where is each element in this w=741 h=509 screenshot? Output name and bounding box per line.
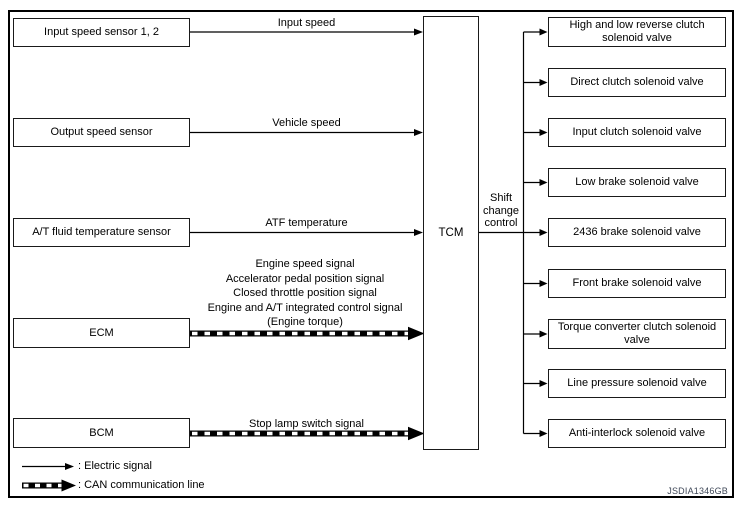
output-box-front-brake: Front brake solenoid valve	[548, 269, 726, 298]
legend-electric-signal-label: : Electric signal	[78, 460, 152, 472]
electric-signal-arrows	[190, 28, 423, 236]
signal-label-input-speed: Input speed	[277, 17, 336, 29]
signal-label-atf-temperature: ATF temperature	[265, 217, 348, 229]
signal-label-ecm-can-signals: Engine speed signal Accelerator pedal po…	[185, 257, 425, 330]
shift-label-line: Shift	[489, 192, 512, 204]
input-box-bcm: BCM	[13, 418, 190, 448]
output-box-2436-brake: 2436 brake solenoid valve	[548, 218, 726, 247]
input-box-at-fluid-temperature-sensor: A/T fluid temperature sensor	[13, 218, 190, 247]
signal-line: Engine and A/T integrated control signal	[207, 301, 403, 314]
output-box-high-low-reverse-clutch: High and low reverse clutch solenoid val…	[548, 17, 726, 47]
output-box-direct-clutch: Direct clutch solenoid valve	[548, 68, 726, 97]
shift-label-line: change	[482, 204, 520, 217]
output-box-anti-interlock: Anti-interlock solenoid valve	[548, 419, 726, 448]
shift-control-bus	[479, 28, 548, 437]
diagram-outer-border	[8, 10, 734, 498]
signal-line: Accelerator pedal position signal	[225, 272, 385, 285]
signal-line: Closed throttle position signal	[233, 287, 377, 299]
signal-label-vehicle-speed: Vehicle speed	[272, 117, 341, 129]
output-box-input-clutch: Input clutch solenoid valve	[548, 118, 726, 147]
legend-can-arrow-icon	[22, 479, 76, 492]
legend-electric-arrow-icon	[22, 463, 74, 470]
output-box-line-pressure: Line pressure solenoid valve	[548, 369, 726, 398]
signal-line: (Engine torque)	[267, 316, 343, 328]
output-box-low-brake: Low brake solenoid valve	[548, 168, 726, 197]
input-box-ecm: ECM	[13, 318, 190, 348]
shift-label-line: control	[484, 217, 518, 229]
legend-can-line-label: : CAN communication line	[78, 479, 205, 491]
input-box-input-speed-sensor: Input speed sensor 1, 2	[13, 18, 190, 47]
figure-id: JSDIA1346GB	[667, 486, 728, 496]
signal-label-stop-lamp-switch: Stop lamp switch signal	[249, 418, 364, 430]
output-box-torque-converter-clutch: Torque converter clutch solenoid valve	[548, 319, 726, 349]
signal-line: Engine speed signal	[255, 258, 355, 270]
input-box-output-speed-sensor: Output speed sensor	[13, 118, 190, 147]
can-communication-arrows	[190, 326, 425, 441]
shift-change-control-label: Shift change control	[478, 192, 524, 230]
tcm-box: TCM	[423, 16, 479, 450]
